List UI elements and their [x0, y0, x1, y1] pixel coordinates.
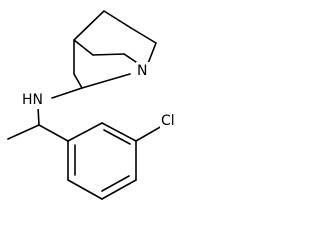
amine-label: HN [22, 92, 43, 108]
label-bg-amine [21, 91, 48, 109]
bond-c3-c7 [73, 39, 94, 56]
bond-c4-c5 [103, 10, 132, 29]
ring-bond-1 [67, 122, 103, 142]
bond-c2-c1 [73, 73, 83, 89]
bond-ch-ring [38, 124, 69, 142]
bridgehead-nitrogen-label: N [137, 63, 147, 79]
atom-labels: N HN Cl [21, 62, 182, 130]
amine-linker [7, 87, 83, 142]
label-bg-bridgehead-n [136, 62, 150, 80]
bond-c3-c4 [73, 10, 105, 41]
ring-bond-5 [67, 179, 103, 200]
bond-c5-c6 [130, 27, 157, 44]
ring-bond-2 [101, 122, 137, 142]
chemical-structure-diagram: N HN Cl [7, 10, 182, 200]
ring-double-bond-inner-2 [101, 175, 130, 192]
bond-ch-methyl [7, 124, 40, 140]
bond-c1-n [81, 73, 131, 89]
bond-nh-ch [37, 106, 40, 126]
ring-double-bond-inner-1 [103, 129, 131, 145]
bond-c7-c8 [92, 53, 125, 56]
bond-c1-nh [51, 87, 83, 99]
ring-bond-4 [101, 179, 137, 200]
bond-ring-cl [135, 125, 163, 142]
benzene-ring [67, 122, 137, 200]
label-bg-chlorine [160, 112, 182, 130]
chlorine-label: Cl [161, 113, 175, 129]
